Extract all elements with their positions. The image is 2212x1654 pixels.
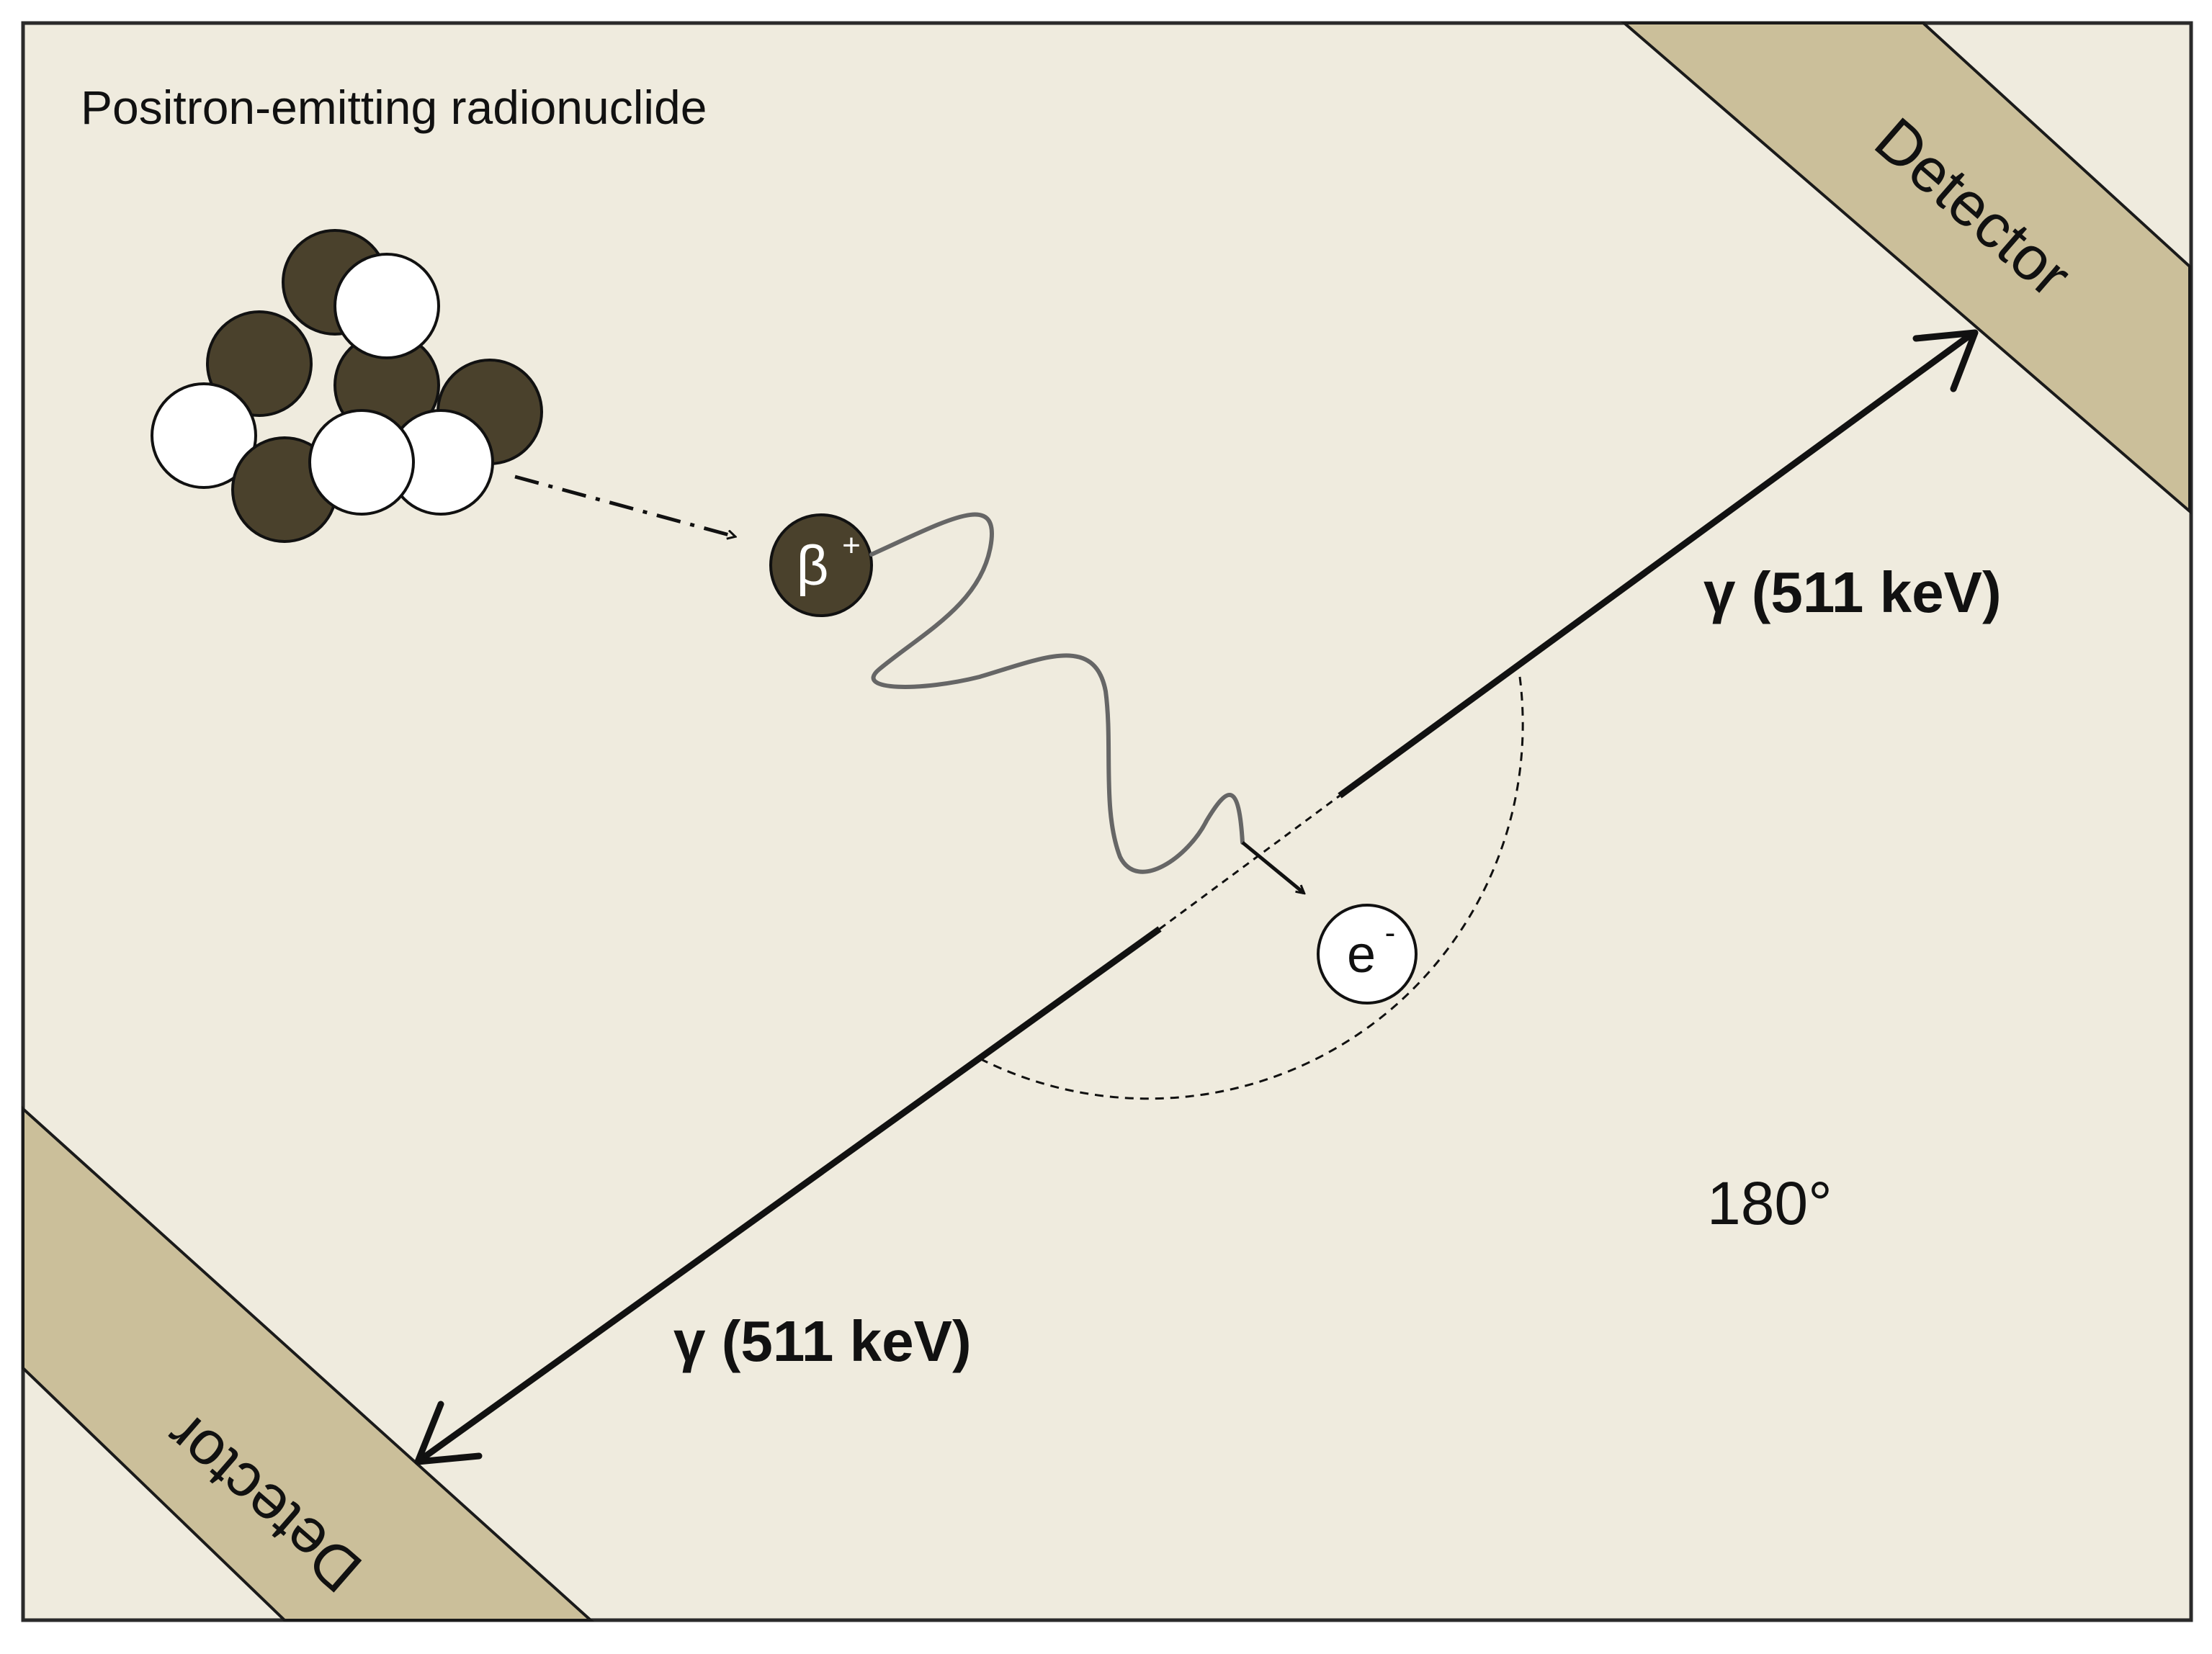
positron-path-wave <box>869 512 1245 874</box>
gamma-lower-label: γ (511 keV) <box>673 1309 972 1373</box>
nucleon-light <box>333 253 440 359</box>
angle-label: 180° <box>1707 1169 1832 1237</box>
annihilation-axis-dashed <box>1159 794 1340 930</box>
positron-particle: β + <box>769 513 873 617</box>
nucleon-light <box>308 409 415 516</box>
electron-particle: e - <box>1317 904 1418 1004</box>
gamma-ray-lower-head <box>414 1401 483 1465</box>
gamma-ray-lower-thick <box>416 926 1162 1465</box>
positron-path-arrow <box>1241 841 1304 893</box>
gamma-upper-label: γ (511 keV) <box>1703 560 2002 624</box>
gamma-ray-upper-thick <box>1338 330 1976 799</box>
angle-arc <box>979 676 1524 1100</box>
emission-arrow <box>514 475 735 536</box>
gamma-ray-upper-head <box>1912 329 1979 392</box>
nucleon-light <box>151 382 257 489</box>
positron-charge: + <box>842 528 861 563</box>
electron-symbol: e <box>1347 926 1376 984</box>
detector-top-right: Detector <box>1620 22 2191 515</box>
electron-charge: - <box>1385 915 1396 950</box>
radionuclide-title: Positron-emitting radionuclide <box>81 81 707 134</box>
nucleon-dark <box>206 310 313 417</box>
nucleus-cluster <box>151 229 543 543</box>
positron-symbol: β <box>797 534 829 597</box>
